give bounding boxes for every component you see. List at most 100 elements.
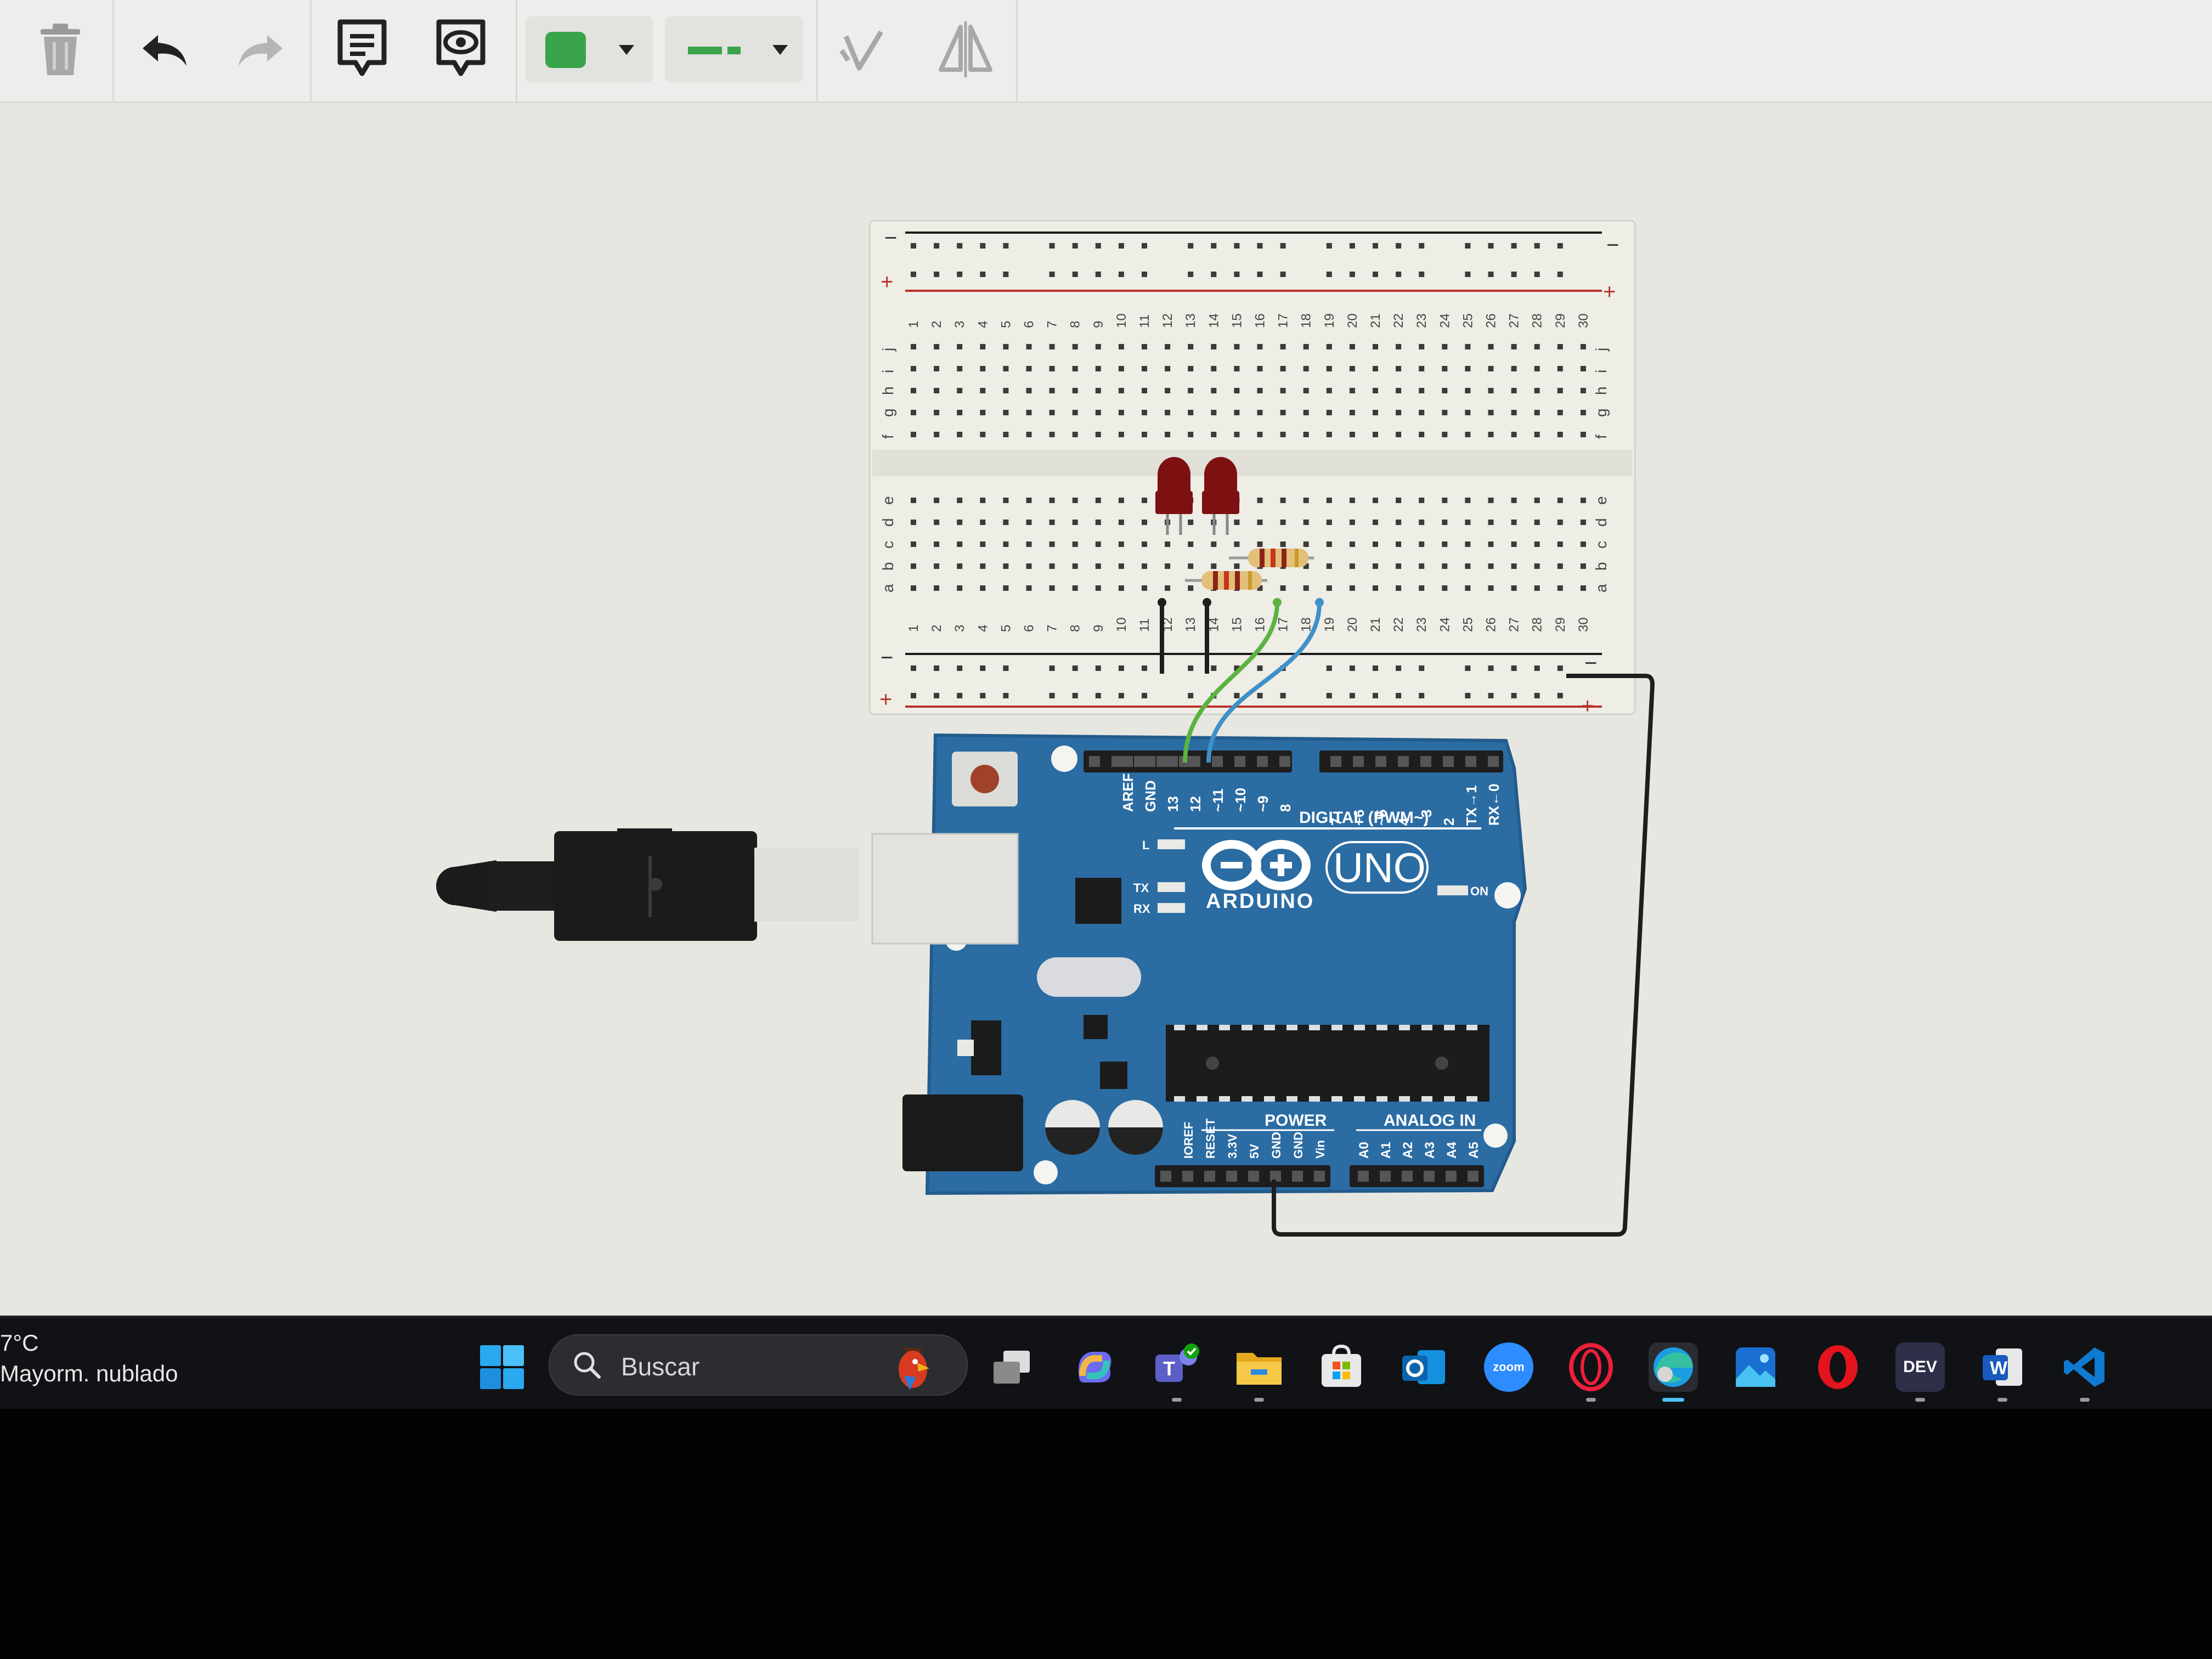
breadboard-hole[interactable] (1511, 366, 1517, 371)
breadboard-hole[interactable] (1095, 344, 1101, 349)
breadboard-hole[interactable] (1580, 585, 1586, 591)
breadboard-hole[interactable] (1280, 520, 1286, 525)
breadboard-hole[interactable] (1488, 498, 1494, 503)
header-pin[interactable] (1358, 1171, 1369, 1182)
breadboard-hole[interactable] (1026, 388, 1032, 393)
breadboard-hole[interactable] (1188, 520, 1194, 525)
header-pin[interactable] (1167, 756, 1178, 767)
breadboard-hole[interactable] (1396, 498, 1402, 503)
breadboard-hole[interactable] (1280, 585, 1286, 591)
rail-hole[interactable] (1257, 243, 1263, 249)
breadboard-hole[interactable] (1557, 432, 1563, 437)
breadboard-hole[interactable] (1373, 344, 1378, 349)
breadboard-hole[interactable] (1165, 388, 1171, 393)
rail-hole[interactable] (1511, 665, 1517, 671)
breadboard-hole[interactable] (1234, 344, 1240, 349)
rail-hole[interactable] (1396, 272, 1402, 277)
breadboard-hole[interactable] (1511, 541, 1517, 547)
breadboard-hole[interactable] (1442, 498, 1448, 503)
breadboard-hole[interactable] (1072, 344, 1078, 349)
breadboard-hole[interactable] (1026, 366, 1032, 371)
rail-hole[interactable] (1003, 693, 1009, 698)
breadboard-hole[interactable] (1557, 344, 1563, 349)
breadboard-hole[interactable] (1511, 344, 1517, 349)
breadboard-hole[interactable] (1442, 520, 1448, 525)
rail-hole[interactable] (1142, 665, 1147, 671)
rail-hole[interactable] (911, 243, 916, 249)
rail-hole[interactable] (934, 272, 940, 277)
breadboard-hole[interactable] (1003, 344, 1009, 349)
breadboard-hole[interactable] (1580, 498, 1586, 503)
breadboard-hole[interactable] (957, 563, 963, 569)
breadboard-hole[interactable] (1465, 432, 1471, 437)
rail-hole[interactable] (1257, 272, 1263, 277)
rail-hole[interactable] (1095, 665, 1101, 671)
breadboard-hole[interactable] (1465, 366, 1471, 371)
breadboard-hole[interactable] (911, 541, 916, 547)
breadboard-hole[interactable] (1373, 541, 1378, 547)
breadboard-hole[interactable] (1072, 410, 1078, 415)
ground-wire[interactable] (1272, 674, 1655, 1237)
breadboard-hole[interactable] (1373, 563, 1378, 569)
breadboard-hole[interactable] (1049, 585, 1055, 591)
header-pin[interactable] (1468, 1171, 1479, 1182)
breadboard-hole[interactable] (980, 388, 986, 393)
header-pin[interactable] (1330, 756, 1341, 767)
breadboard-hole[interactable] (1211, 541, 1217, 547)
dev-button[interactable]: DEV (1895, 1342, 1945, 1392)
rail-hole[interactable] (1188, 665, 1194, 671)
breadboard-hole[interactable] (1419, 563, 1425, 569)
breadboard-hole[interactable] (1072, 432, 1078, 437)
breadboard-hole[interactable] (1534, 541, 1540, 547)
breadboard-hole[interactable] (911, 563, 916, 569)
breadboard-hole[interactable] (1118, 541, 1124, 547)
breadboard-hole[interactable] (1142, 563, 1147, 569)
breadboard-hole[interactable] (1326, 388, 1332, 393)
breadboard-hole[interactable] (1534, 498, 1540, 503)
rail-hole[interactable] (1488, 693, 1494, 698)
breadboard-hole[interactable] (1188, 366, 1194, 371)
rail-hole[interactable] (1349, 665, 1355, 671)
rail-hole[interactable] (911, 693, 916, 698)
header-pin[interactable] (1402, 1171, 1413, 1182)
breadboard-hole[interactable] (1257, 344, 1263, 349)
rail-hole[interactable] (1142, 243, 1147, 249)
header-pin[interactable] (1134, 756, 1145, 767)
breadboard-hole[interactable] (1165, 432, 1171, 437)
rail-hole[interactable] (1211, 665, 1217, 671)
breadboard-hole[interactable] (1349, 410, 1355, 415)
rail-hole[interactable] (1419, 665, 1425, 671)
breadboard-hole[interactable] (1511, 498, 1517, 503)
breadboard-hole[interactable] (1326, 520, 1332, 525)
breadboard-hole[interactable] (1534, 585, 1540, 591)
breadboard-hole[interactable] (934, 541, 940, 547)
breadboard-hole[interactable] (1142, 366, 1147, 371)
breadboard-hole[interactable] (1557, 563, 1563, 569)
wire-style-dropdown[interactable] (665, 16, 803, 82)
rail-hole[interactable] (1049, 693, 1055, 698)
breadboard-hole[interactable] (911, 432, 916, 437)
breadboard-hole[interactable] (1072, 585, 1078, 591)
header-pin[interactable] (1182, 1171, 1193, 1182)
breadboard-hole[interactable] (1280, 410, 1286, 415)
breadboard-hole[interactable] (1396, 410, 1402, 415)
breadboard-hole[interactable] (957, 366, 963, 371)
breadboard-hole[interactable] (911, 388, 916, 393)
rail-hole[interactable] (1326, 272, 1332, 277)
resistor-1[interactable] (1229, 549, 1314, 567)
rail-hole[interactable] (1373, 665, 1378, 671)
header-pin[interactable] (1398, 756, 1409, 767)
breadboard-hole[interactable] (1118, 432, 1124, 437)
breadboard-hole[interactable] (1534, 344, 1540, 349)
rail-hole[interactable] (1349, 243, 1355, 249)
breadboard-hole[interactable] (1488, 563, 1494, 569)
breadboard-hole[interactable] (1465, 344, 1471, 349)
breadboard-hole[interactable] (1396, 563, 1402, 569)
breadboard-hole[interactable] (1072, 388, 1078, 393)
breadboard-hole[interactable] (911, 366, 916, 371)
header-pin[interactable] (1156, 756, 1167, 767)
breadboard-hole[interactable] (1165, 366, 1171, 371)
rail-hole[interactable] (1534, 693, 1540, 698)
rail-hole[interactable] (911, 665, 916, 671)
header-pin[interactable] (1465, 756, 1476, 767)
